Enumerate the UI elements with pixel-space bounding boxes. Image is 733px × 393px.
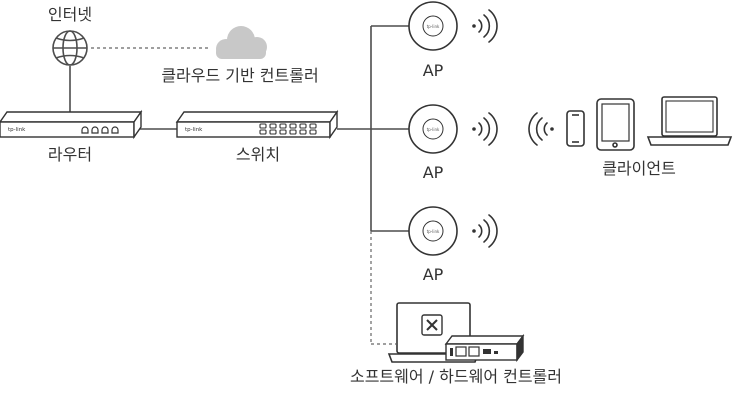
dashed-links	[91, 47, 396, 345]
wifi-waves-icon-client	[528, 112, 554, 146]
router-icon	[0, 109, 143, 140]
wifi-waves-icon-ap3	[472, 214, 498, 248]
wifi-waves-icon-ap2	[472, 112, 498, 146]
switch-brand-logo: tp-link	[185, 127, 203, 133]
ap1-label: AP	[422, 61, 444, 80]
ap2-brand-logo: tp-link	[427, 127, 440, 132]
access-point-icon-1	[408, 1, 458, 51]
cloud-icon	[216, 26, 267, 59]
tools-icon	[421, 314, 443, 336]
router-label: 라우터	[47, 145, 93, 164]
clients-label: 클라이언트	[602, 159, 676, 178]
ap1-brand-logo: tp-link	[427, 24, 440, 29]
switch-icon	[175, 109, 339, 140]
tablet-icon	[596, 98, 635, 151]
internet-label: 인터넷	[47, 5, 93, 24]
hardware-controller-icon	[444, 333, 525, 363]
ap3-brand-logo: tp-link	[427, 229, 440, 234]
cloud-controller-label: 클라우드 기반 컨트롤러	[161, 66, 319, 85]
globe-icon	[52, 30, 88, 66]
access-point-icon-3	[408, 206, 458, 256]
laptop-icon	[646, 96, 733, 146]
switch-label: 스위치	[235, 145, 281, 164]
ap3-label: AP	[422, 265, 444, 284]
smartphone-icon	[566, 110, 585, 147]
controller-label: 소프트웨어 / 하드웨어 컨트롤러	[349, 367, 563, 386]
access-point-icon-2	[408, 104, 458, 154]
connection-lines	[69, 25, 409, 232]
ap2-label: AP	[422, 163, 444, 182]
wifi-waves-icon-ap1	[472, 9, 498, 43]
router-brand-logo: tp-link	[8, 127, 26, 133]
